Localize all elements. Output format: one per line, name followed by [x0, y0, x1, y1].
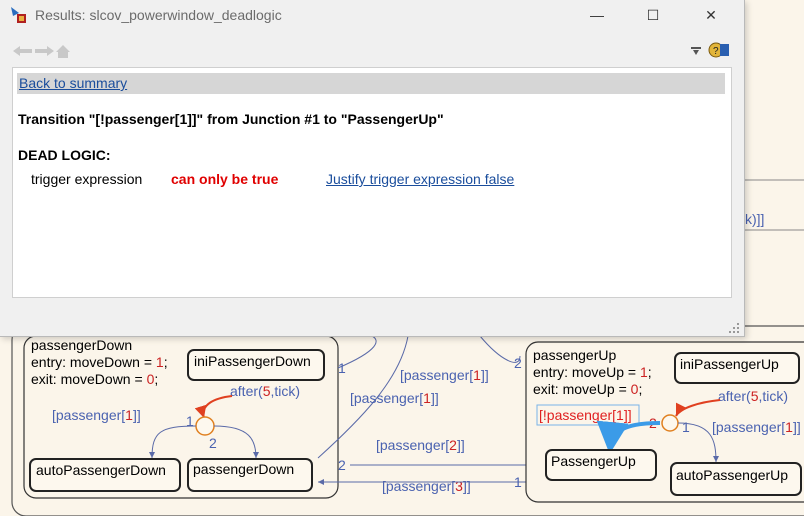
passenger-up-after: after(5,tick)	[718, 388, 788, 404]
passenger-up-title: passengerUp	[533, 347, 616, 363]
svg-text:?: ?	[713, 46, 719, 57]
junction-down-to-state	[213, 425, 259, 459]
ini-passenger-up-label: iniPassengerUp	[680, 356, 779, 372]
nav-arrows	[13, 45, 70, 58]
resize-grip-icon[interactable]	[728, 322, 740, 334]
partial-label: k)]]	[745, 211, 764, 227]
trans-curve-c	[479, 335, 521, 363]
junction-up-to-auto	[677, 422, 719, 463]
transition-heading: Transition "[!passenger[1]]" from Juncti…	[18, 111, 444, 127]
auto-passenger-down-state[interactable]	[29, 458, 181, 492]
auto-passenger-up-label: autoPassengerUp	[676, 467, 788, 483]
trans-curve-a	[337, 335, 377, 369]
dead-logic-highlight-box	[536, 404, 640, 426]
back-bar: Back to summary	[17, 73, 725, 94]
minimize-icon: —	[590, 7, 604, 23]
auto-passenger-up-state[interactable]	[670, 462, 802, 496]
up-num-top: 2	[514, 355, 522, 371]
junction-down-num-2: 2	[209, 435, 217, 451]
back-arrow-icon[interactable]	[13, 46, 32, 56]
justify-link[interactable]: Justify trigger expression false	[326, 171, 515, 187]
transition-label-2: [passenger[1]]	[350, 390, 439, 406]
close-icon: ✕	[705, 6, 717, 23]
passenger-down-after: after(5,tick)	[230, 383, 300, 399]
back-to-summary-link[interactable]: Back to summary	[19, 75, 128, 91]
forward-arrow-icon[interactable]	[35, 46, 54, 56]
passenger-down-exit: exit: moveDown = 0;	[31, 371, 158, 387]
trans-curve-b	[317, 335, 409, 459]
transition-label-1: [passenger[1]]	[400, 367, 489, 383]
passenger-down-guard: [passenger[1]]	[52, 407, 141, 423]
passenger-down-inner-label: passengerDown	[193, 461, 294, 477]
passenger-up-dead-guard: [!passenger[1]]	[539, 407, 632, 423]
home-icon[interactable]	[56, 45, 70, 58]
minimize-button[interactable]: —	[574, 0, 620, 30]
ini-passenger-up-state[interactable]	[674, 352, 800, 384]
passenger-down-title: passengerDown	[31, 337, 132, 353]
passenger-down-entry: entry: moveDown = 1;	[31, 354, 168, 370]
transition-4-num: 1	[514, 474, 522, 490]
help-icon[interactable]: ?	[708, 41, 730, 59]
transition-label-3: [passenger[2]]	[376, 437, 465, 453]
junction-up-num-right: 1	[682, 419, 690, 435]
title-bar[interactable]: Results: slcov_powerwindow_deadlogic — ☐…	[0, 0, 744, 30]
dead-transition-highlight[interactable]	[596, 420, 661, 454]
toolbar: ?	[0, 38, 744, 64]
after-transition-down	[194, 395, 233, 419]
trigger-status: can only be true	[171, 171, 279, 187]
passenger-down-inner-state[interactable]	[187, 458, 313, 492]
passenger-up-entry: entry: moveUp = 1;	[533, 364, 652, 380]
results-dialog: Results: slcov_powerwindow_deadlogic — ☐…	[0, 0, 745, 337]
maximize-button[interactable]: ☐	[630, 0, 676, 30]
dead-logic-heading: DEAD LOGIC:	[18, 147, 111, 163]
close-button[interactable]: ✕	[688, 0, 734, 30]
junction-down-to-auto	[149, 425, 197, 459]
right-num-1: 1	[338, 360, 346, 376]
transition-3-num: 2	[338, 457, 346, 473]
transition-label-4: [passenger[3]]	[382, 478, 471, 494]
ini-passenger-down-label: iniPassengerDown	[194, 353, 311, 369]
auto-passenger-down-label: autoPassengerDown	[36, 462, 166, 478]
report-content: Back to summary Transition "[!passenger[…	[12, 67, 732, 298]
after-transition-up	[675, 399, 721, 417]
dropdown-icon[interactable]	[690, 45, 704, 57]
junction-down-num-1: 1	[186, 413, 194, 429]
passenger-up-guard: [passenger[1]]	[712, 419, 801, 435]
trigger-expression-label: trigger expression	[31, 171, 143, 187]
junction-up[interactable]	[661, 414, 679, 432]
passenger-up-inner-label: PassengerUp	[551, 453, 636, 469]
maximize-icon: ☐	[646, 6, 660, 23]
window-title: Results: slcov_powerwindow_deadlogic	[35, 7, 282, 23]
passenger-up-exit: exit: moveUp = 0;	[533, 381, 642, 397]
passenger-up-inner-state[interactable]	[545, 449, 657, 481]
junction-down[interactable]	[195, 416, 215, 436]
stateflow-app-icon	[11, 7, 26, 23]
ini-passenger-down-state[interactable]	[187, 349, 325, 381]
